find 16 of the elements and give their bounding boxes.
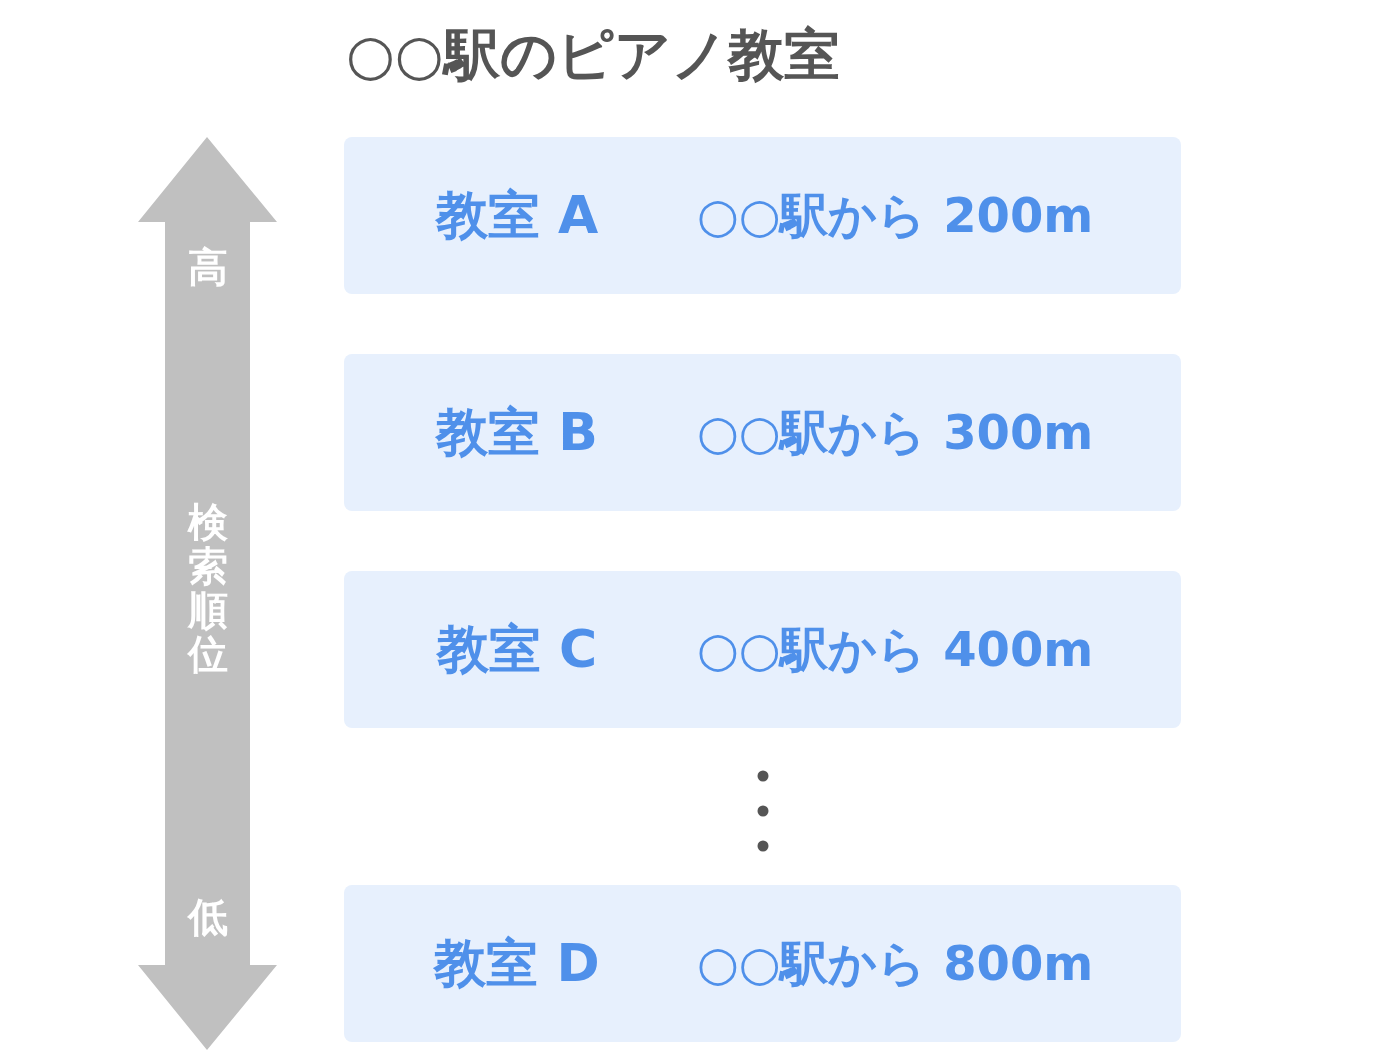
distance-text: ○○駅から 800m <box>696 933 1094 993</box>
rank-axis-label: 検索順位 <box>188 500 228 676</box>
list-item-card <box>344 571 1181 728</box>
item-name: 教室 D <box>434 931 600 995</box>
list-item-card <box>344 137 1181 294</box>
distance-text: ○○駅から 400m <box>696 619 1094 679</box>
item-name: 教室 C <box>436 617 598 681</box>
item-name: 教室 A <box>435 183 599 247</box>
title: ○○駅のピアノ教室 <box>346 21 840 89</box>
list-item-card <box>344 354 1181 511</box>
list-item-card <box>344 885 1181 1042</box>
item-name: 教室 B <box>436 400 598 464</box>
distance-text: ○○駅から 200m <box>696 185 1094 245</box>
rank-high-label: 高 <box>188 245 228 289</box>
rank-low-label: 低 <box>188 895 228 939</box>
distance-text: ○○駅から 300m <box>696 402 1094 462</box>
